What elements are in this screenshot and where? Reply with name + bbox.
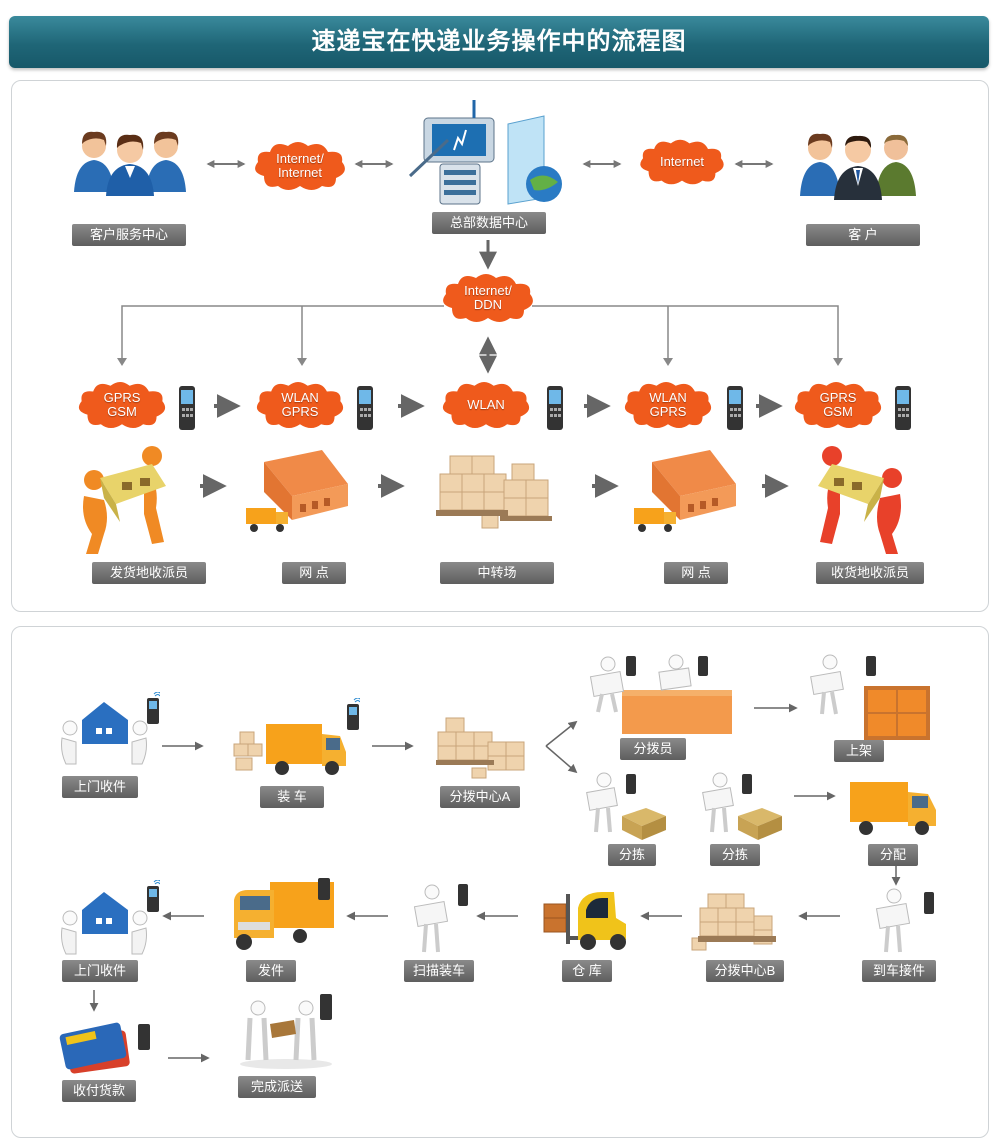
node-label-pick2: 分拣 bbox=[710, 844, 760, 866]
cloud-wlan-gprs-left: WLAN GPRS bbox=[252, 378, 348, 432]
person-carrying-house-icon bbox=[61, 892, 148, 955]
station-label-4: 收货地收派员 bbox=[816, 562, 924, 584]
node-label-send: 发件 bbox=[246, 960, 296, 982]
node-label-pickup1: 上门收件 bbox=[62, 776, 138, 798]
cloud-internet-ddn: Internet/ DDN bbox=[438, 270, 538, 326]
cloud-wlan-gprs-right: WLAN GPRS bbox=[620, 378, 716, 432]
cloud-wlan-gprs-left-text: WLAN GPRS bbox=[281, 390, 319, 419]
cloud-internet-left: Internet/ Internet bbox=[250, 138, 350, 194]
hq-data-center-label: 总部数据中心 bbox=[432, 212, 546, 234]
station-label-3: 网 点 bbox=[664, 562, 728, 584]
courier-carrying-house-icon bbox=[818, 446, 902, 554]
hub-boxes-icon bbox=[691, 893, 776, 951]
page-title: 速递宝在快递业务操作中的流程图 bbox=[9, 16, 989, 68]
branch-warehouse-icon bbox=[246, 450, 348, 532]
picker-with-box-icon bbox=[702, 772, 782, 840]
node-label-hubA: 分拨中心A bbox=[440, 786, 520, 808]
node-label-dispatch: 分配 bbox=[868, 844, 918, 866]
handheld-terminal-icon bbox=[727, 386, 743, 430]
handheld-terminal-icon bbox=[179, 386, 195, 430]
station-label-0: 发货地收派员 bbox=[92, 562, 206, 584]
scanner-with-board-icon bbox=[413, 884, 468, 953]
handheld-terminal-icon bbox=[147, 692, 160, 724]
cloud-wlan-gprs-right-text: WLAN GPRS bbox=[649, 390, 687, 419]
node-label-sorter: 分拨员 bbox=[620, 738, 686, 760]
cloud-wlan-center: WLAN bbox=[438, 378, 534, 432]
cloud-gprs-gsm-right: GPRS GSM bbox=[790, 378, 886, 432]
customer-service-people-icon bbox=[74, 131, 186, 196]
cloud-internet-ddn-text: Internet/ DDN bbox=[464, 283, 512, 312]
receiver-with-board-icon bbox=[875, 888, 934, 953]
node-label-pick1: 分拣 bbox=[608, 844, 656, 866]
cloud-internet-right-text: Internet bbox=[659, 154, 705, 169]
handheld-terminal-icon bbox=[347, 698, 360, 730]
transfer-center-boxes-icon bbox=[436, 455, 552, 529]
cloud-gprs-gsm-right-text: GPRS GSM bbox=[819, 390, 857, 419]
workflow-panel bbox=[11, 626, 989, 1138]
person-carrying-house-icon bbox=[61, 702, 148, 765]
node-label-done: 完成派送 bbox=[238, 1076, 316, 1098]
data-center-server-icon bbox=[408, 100, 562, 205]
node-label-load: 装 车 bbox=[260, 786, 324, 808]
courier-carrying-house-icon bbox=[83, 446, 166, 554]
forklift-warehouse-icon bbox=[543, 892, 626, 950]
node-label-shelf: 上架 bbox=[834, 740, 884, 762]
picker-with-box-icon bbox=[586, 772, 666, 840]
customers-people-icon bbox=[800, 133, 916, 200]
node-label-pay: 收付货款 bbox=[62, 1080, 136, 1102]
truck-loading-icon bbox=[233, 724, 346, 775]
station-label-2: 中转场 bbox=[440, 562, 554, 584]
node-label-arrive: 到车接件 bbox=[862, 960, 936, 982]
credit-card-icon bbox=[59, 1022, 150, 1074]
node-label-hubB: 分拨中心B bbox=[706, 960, 784, 982]
hub-boxes-icon bbox=[436, 717, 525, 779]
delivery-truck-icon bbox=[850, 782, 936, 835]
handheld-terminal-icon bbox=[147, 880, 160, 912]
handheld-terminal-icon bbox=[357, 386, 373, 430]
station-label-1: 网 点 bbox=[282, 562, 346, 584]
bus-line bbox=[121, 305, 839, 360]
handheld-terminal-icon bbox=[547, 386, 563, 430]
branch-warehouse-icon bbox=[634, 450, 736, 532]
cloud-internet-right: Internet bbox=[634, 136, 730, 188]
customer-service-label: 客户服务中心 bbox=[72, 224, 186, 246]
cloud-wlan-center-text: WLAN bbox=[467, 397, 505, 412]
handheld-terminal-icon bbox=[895, 386, 911, 430]
node-label-warehouse: 仓 库 bbox=[562, 960, 612, 982]
node-label-pickup2: 上门收件 bbox=[62, 960, 138, 982]
cloud-internet-left-text: Internet/ Internet bbox=[276, 151, 324, 180]
handover-delivery-icon bbox=[240, 994, 332, 1069]
shelf-stacking-icon bbox=[810, 654, 930, 740]
customer-label: 客 户 bbox=[806, 224, 920, 246]
cloud-gprs-gsm-left-text: GPRS GSM bbox=[103, 390, 141, 419]
sorters-at-counter-icon bbox=[589, 654, 732, 734]
node-label-scan-load: 扫描装车 bbox=[404, 960, 474, 982]
delivery-truck-front-icon bbox=[234, 878, 334, 950]
cloud-gprs-gsm-left: GPRS GSM bbox=[74, 378, 170, 432]
